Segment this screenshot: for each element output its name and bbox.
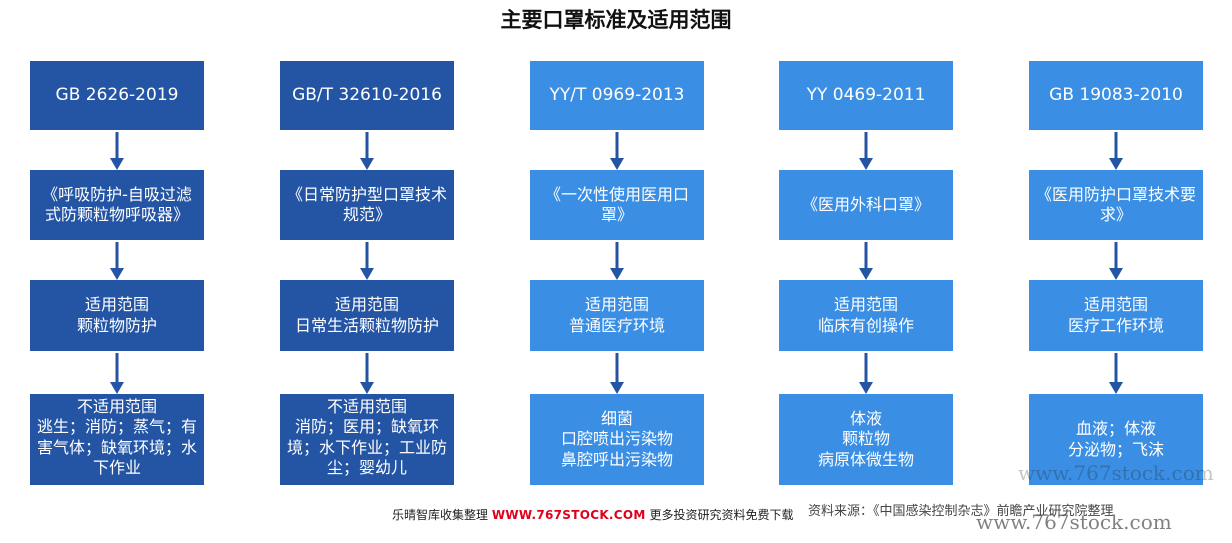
standard-document-box: 《医用外科口罩》 — [779, 170, 953, 240]
standard-column: GB 2626-2019 《呼吸防护-自吸过滤式防颗粒物呼吸器》 适用范围 颗粒… — [30, 0, 204, 543]
applicable-scope-box: 适用范围 日常生活颗粒物防护 — [280, 280, 454, 351]
standard-document-box: 《一次性使用医用口罩》 — [530, 170, 704, 240]
arrow-down-icon — [859, 132, 873, 170]
arrow-down-icon — [360, 242, 374, 280]
arrow-down-icon — [1109, 132, 1123, 170]
standard-code-box: GB 19083-2010 — [1029, 61, 1203, 130]
collector-text: 乐晴智库收集整理 — [392, 508, 489, 522]
arrow-down-icon — [610, 353, 624, 394]
non-applicable-scope-box: 不适用范围 逃生；消防；蒸气；有害气体；缺氧环境；水下作业 — [30, 394, 204, 485]
standard-code-box: YY/T 0969-2013 — [530, 61, 704, 130]
diagram-title: 主要口罩标准及适用范围 — [500, 8, 732, 32]
standard-document-box: 《日常防护型口罩技术规范》 — [280, 170, 454, 240]
arrow-down-icon — [610, 242, 624, 280]
standard-document-box: 《呼吸防护-自吸过滤式防颗粒物呼吸器》 — [30, 170, 204, 240]
standard-column: YY/T 0969-2013 《一次性使用医用口罩》 适用范围 普通医疗环境 细… — [530, 0, 704, 543]
standard-column: YY 0469-2011 《医用外科口罩》 适用范围 临床有创操作 体液 颗粒物… — [779, 0, 953, 543]
protection-target-box: 体液 颗粒物 病原体微生物 — [779, 394, 953, 485]
arrow-down-icon — [1109, 242, 1123, 280]
standard-column: GB 19083-2010 《医用防护口罩技术要求》 适用范围 医疗工作环境 血… — [1029, 0, 1203, 543]
standard-code-box: GB 2626-2019 — [30, 61, 204, 130]
arrow-down-icon — [859, 242, 873, 280]
arrow-down-icon — [110, 242, 124, 280]
protection-target-box: 血液；体液 分泌物；飞沫 — [1029, 394, 1203, 485]
collector-site-link[interactable]: WWW.767STOCK.COM — [491, 508, 646, 522]
site-watermark: www.767stock.com — [1018, 461, 1214, 485]
collector-credit: 乐晴智库收集整理 WWW.767STOCK.COM 更多投资研究资料免费下载 — [392, 506, 793, 523]
arrow-down-icon — [859, 353, 873, 394]
arrow-down-icon — [360, 353, 374, 394]
non-applicable-scope-box: 不适用范围 消防；医用；缺氧环境；水下作业；工业防尘；婴幼儿 — [280, 394, 454, 485]
standard-column: GB/T 32610-2016 《日常防护型口罩技术规范》 适用范围 日常生活颗… — [280, 0, 454, 543]
standard-code-box: YY 0469-2011 — [779, 61, 953, 130]
standard-document-box: 《医用防护口罩技术要求》 — [1029, 170, 1203, 240]
applicable-scope-box: 适用范围 医疗工作环境 — [1029, 280, 1203, 351]
applicable-scope-box: 适用范围 普通医疗环境 — [530, 280, 704, 351]
site-watermark: www.767stock.com — [976, 510, 1172, 534]
applicable-scope-box: 适用范围 临床有创操作 — [779, 280, 953, 351]
arrow-down-icon — [610, 132, 624, 170]
collector-tail-text: 更多投资研究资料免费下载 — [649, 508, 794, 522]
arrow-down-icon — [1109, 353, 1123, 394]
source-note: 资料来源：《中国感染控制杂志》前瞻产业研究院整理 — [808, 504, 1114, 519]
arrow-down-icon — [110, 353, 124, 394]
arrow-down-icon — [360, 132, 374, 170]
protection-target-box: 细菌 口腔喷出污染物 鼻腔呼出污染物 — [530, 394, 704, 485]
standard-code-box: GB/T 32610-2016 — [280, 61, 454, 130]
arrow-down-icon — [110, 132, 124, 170]
applicable-scope-box: 适用范围 颗粒物防护 — [30, 280, 204, 351]
